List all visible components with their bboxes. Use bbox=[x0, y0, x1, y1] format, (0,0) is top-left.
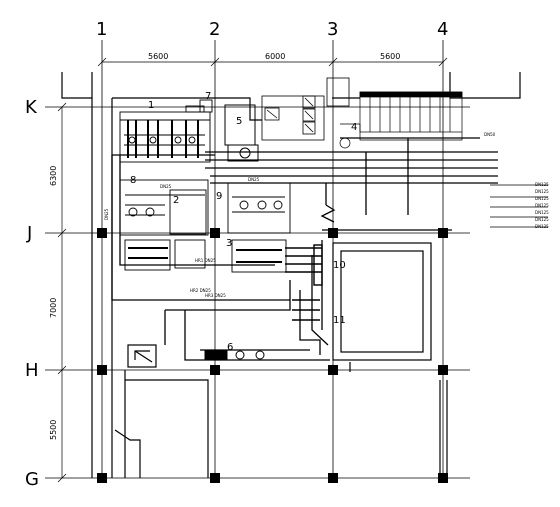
equipment-3-chiller bbox=[227, 182, 291, 273]
equipment-label-7: 7 bbox=[205, 91, 211, 102]
equipment-label-11: 11 bbox=[333, 315, 346, 326]
equipment-label-5: 5 bbox=[236, 116, 242, 127]
column bbox=[438, 228, 448, 238]
equipment-label-6: 6 bbox=[227, 342, 233, 353]
equipment-6-pump bbox=[204, 349, 265, 361]
dimension-left-3: 5500 bbox=[49, 420, 58, 440]
dimension-top-3: 5600 bbox=[380, 52, 400, 61]
legend-text: DN125 DN125 DN125 DN125 DN125 DN125 DN12… bbox=[535, 182, 549, 229]
legend-line-4: DN125 bbox=[535, 203, 549, 208]
axis-label-G: G bbox=[25, 469, 39, 490]
pipe-label-left-vertical: DN25 bbox=[104, 208, 109, 220]
column bbox=[97, 365, 107, 375]
top-dimension-line bbox=[97, 57, 448, 67]
equipment-label-1: 1 bbox=[148, 100, 154, 111]
pipe-label-hr2: HR2 DN25 bbox=[190, 288, 211, 293]
equipment-2-chiller bbox=[119, 179, 209, 271]
legend-line-1: DN125 bbox=[535, 182, 549, 187]
axis-label-4: 4 bbox=[437, 19, 448, 40]
structural-columns bbox=[97, 228, 448, 483]
dimension-left-2: 7000 bbox=[49, 298, 58, 318]
equipment-5-tank bbox=[224, 104, 259, 162]
pipe-label-dn50: DN50 bbox=[484, 132, 496, 137]
equipment-label-4: 4 bbox=[351, 122, 357, 133]
equipment-label-8: 8 bbox=[130, 175, 136, 186]
column bbox=[97, 473, 107, 483]
pipe-label-mid2: DN25 bbox=[248, 177, 260, 182]
legend-line-6: DN125 bbox=[535, 217, 549, 222]
left-dimension-line bbox=[57, 102, 67, 483]
column bbox=[328, 228, 338, 238]
column bbox=[97, 228, 107, 238]
equipment-label-10: 10 bbox=[333, 260, 346, 271]
column bbox=[210, 228, 220, 238]
equipment-10-11-valves bbox=[285, 244, 323, 321]
axis-label-J: J bbox=[26, 223, 32, 244]
dimension-top-1: 5600 bbox=[148, 52, 168, 61]
column bbox=[210, 473, 220, 483]
stair-and-boxes bbox=[261, 77, 350, 141]
equipment-4-cooling-unit bbox=[339, 91, 463, 149]
axis-label-3: 3 bbox=[327, 19, 338, 40]
legend-key bbox=[490, 184, 548, 228]
column bbox=[438, 365, 448, 375]
axis-label-K: K bbox=[25, 97, 38, 118]
equipment-label-3: 3 bbox=[226, 238, 232, 249]
axis-labels: 1 2 3 4 K J H G bbox=[25, 19, 448, 490]
pipe-label-hr1: HR1 DN25 bbox=[195, 258, 216, 263]
legend-line-7: DN125 bbox=[535, 224, 549, 229]
grid-axes bbox=[45, 40, 470, 480]
legend-line-3: DN125 bbox=[535, 196, 549, 201]
pipe-size-labels: DN50 DN25 DN25 HR1 DN25 HR2 DN25 HR3 DN2… bbox=[104, 132, 496, 298]
axis-label-1: 1 bbox=[96, 19, 107, 40]
equipment-1-pump-bank bbox=[119, 99, 213, 163]
axis-label-2: 2 bbox=[209, 19, 220, 40]
equipment-labels: 1 2 3 4 5 6 7 8 9 10 11 bbox=[130, 91, 357, 353]
axis-label-H: H bbox=[25, 360, 39, 381]
column bbox=[210, 365, 220, 375]
dimension-left-1: 6300 bbox=[49, 166, 58, 186]
column bbox=[438, 473, 448, 483]
equipment-label-9: 9 bbox=[216, 191, 222, 202]
pipe-label-mid1: DN25 bbox=[160, 184, 172, 189]
column bbox=[328, 365, 338, 375]
dimension-top-2: 6000 bbox=[265, 52, 285, 61]
legend-line-5: DN125 bbox=[535, 210, 549, 215]
building-walls bbox=[61, 72, 521, 478]
column bbox=[328, 473, 338, 483]
legend-line-2: DN125 bbox=[535, 189, 549, 194]
pipe-label-hr3: HR3 DN25 bbox=[205, 293, 226, 298]
equipment-label-2: 2 bbox=[173, 195, 179, 206]
